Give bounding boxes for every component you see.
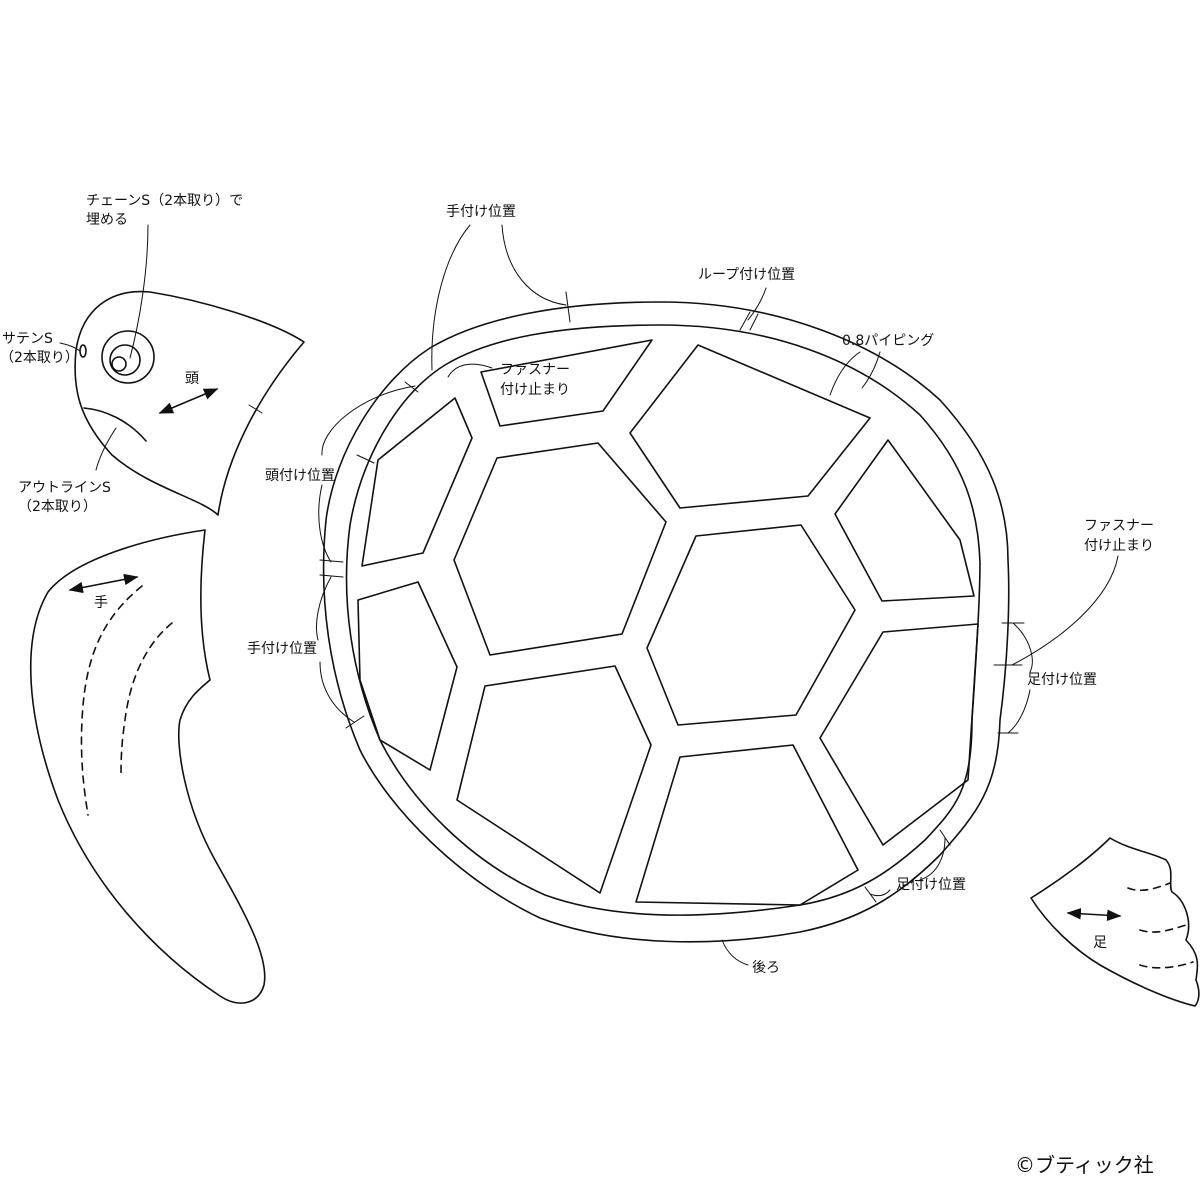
label-zipper-stop-top-l1: ファスナー — [500, 362, 570, 378]
foot-piece — [1030, 837, 1200, 1007]
leader-head-pos-1 — [321, 385, 416, 456]
shell-inner-outline — [345, 324, 981, 916]
hand-stitch-line-inner — [120, 622, 173, 776]
shell-hexagon-bottom-left — [456, 665, 652, 894]
leader-zipper-right — [1011, 555, 1119, 666]
head-grainline-arrow — [158, 388, 219, 414]
label-back: 後ろ — [752, 960, 780, 976]
notch-head-1 — [356, 454, 375, 464]
leader-foot-bottom-1 — [919, 837, 946, 881]
head-outline — [74, 290, 305, 516]
foot-outline — [1030, 837, 1200, 1007]
shell-hexagon-bottom — [635, 744, 859, 906]
label-zipper-stop-right-l2: 付け止まり — [1084, 538, 1154, 554]
notch-hand-left-1 — [319, 574, 344, 578]
copyright-text: ©ブティック社 — [1015, 1153, 1154, 1177]
head-attach-notch — [248, 404, 263, 414]
label-piping: 0.8パイピング — [842, 333, 934, 349]
shell-piece — [316, 224, 1119, 966]
head-eye-middle — [109, 344, 141, 376]
notch-head-2 — [319, 559, 344, 563]
leader-loop — [747, 287, 767, 321]
label-head: 頭 — [185, 371, 199, 387]
satin-stitch-leader — [59, 342, 81, 352]
shell-plate-right-lower — [819, 623, 979, 846]
leader-foot-bottom-2 — [869, 889, 891, 897]
head-mouth-line — [83, 407, 147, 442]
label-outline-stitch-l2: （2本取り） — [18, 499, 97, 515]
label-outline-stitch-l1: アウトラインS — [18, 480, 111, 496]
label-hand-position-left: 手付け位置 — [247, 641, 317, 657]
foot-stitch-3 — [1139, 961, 1194, 969]
label-foot-position-bottom: 足付け位置 — [896, 877, 966, 893]
leader-hand-top-2 — [431, 224, 471, 371]
shell-plate-top-left — [480, 339, 653, 427]
shell-hexagon-center — [646, 524, 856, 726]
label-hand-position-top: 手付け位置 — [446, 204, 516, 220]
outline-stitch-leader — [95, 427, 117, 471]
notch-hand-left-2 — [345, 715, 365, 729]
leader-foot-right-1 — [1012, 622, 1033, 673]
label-head-position: 頭付け位置 — [265, 468, 335, 484]
shell-plate-right-upper — [834, 439, 975, 602]
leader-foot-right-2 — [1007, 689, 1031, 734]
notch-loop-2 — [749, 313, 759, 331]
shell-outer-outline — [322, 301, 1010, 943]
notch-hand-top — [565, 291, 571, 323]
leader-hand-left-2 — [319, 661, 355, 723]
foot-stitch-2 — [1139, 924, 1187, 933]
leader-zipper-top — [447, 363, 493, 378]
label-foot-position-right: 足付け位置 — [1027, 672, 1097, 688]
label-loop-position: ループ付け位置 — [698, 267, 795, 283]
hand-piece — [29, 529, 266, 1004]
head-nostril — [79, 344, 87, 358]
label-chain-stitch-l1: チェーンS（2本取り）で — [86, 193, 243, 209]
head-eye-inner — [111, 356, 127, 372]
leader-hand-top — [501, 224, 567, 306]
shell-plate-left-upper — [361, 397, 473, 567]
foot-grainline-arrow — [1066, 907, 1122, 922]
leader-back — [721, 939, 749, 966]
shell-plate-left-lower — [357, 581, 458, 771]
notch-loop-1 — [739, 311, 751, 331]
head-eye-outer — [101, 330, 155, 384]
leader-head-pos-2 — [318, 484, 332, 563]
hand-grainline-arrow — [68, 573, 139, 594]
label-chain-stitch-l2: 埋める — [86, 212, 128, 228]
hand-outline — [29, 529, 266, 1004]
foot-stitch-1 — [1127, 882, 1171, 891]
chain-stitch-leader — [129, 224, 149, 359]
label-hand: 手 — [94, 595, 108, 611]
shell-hexagon-top — [453, 442, 667, 656]
leader-piping-2 — [861, 351, 881, 389]
hand-stitch-line-outer — [80, 585, 143, 816]
label-satin-stitch-l1: サテンS — [2, 331, 53, 347]
leader-piping-1 — [829, 351, 861, 396]
leader-hand-left-1 — [316, 576, 332, 641]
label-zipper-stop-right-l1: ファスナー — [1084, 518, 1154, 534]
label-satin-stitch-l2: （2本取り） — [0, 350, 79, 366]
head-piece — [59, 224, 305, 516]
label-zipper-stop-top-l2: 付け止まり — [500, 382, 570, 398]
label-foot: 足 — [1093, 935, 1107, 951]
shell-plate-top-right — [629, 344, 871, 509]
